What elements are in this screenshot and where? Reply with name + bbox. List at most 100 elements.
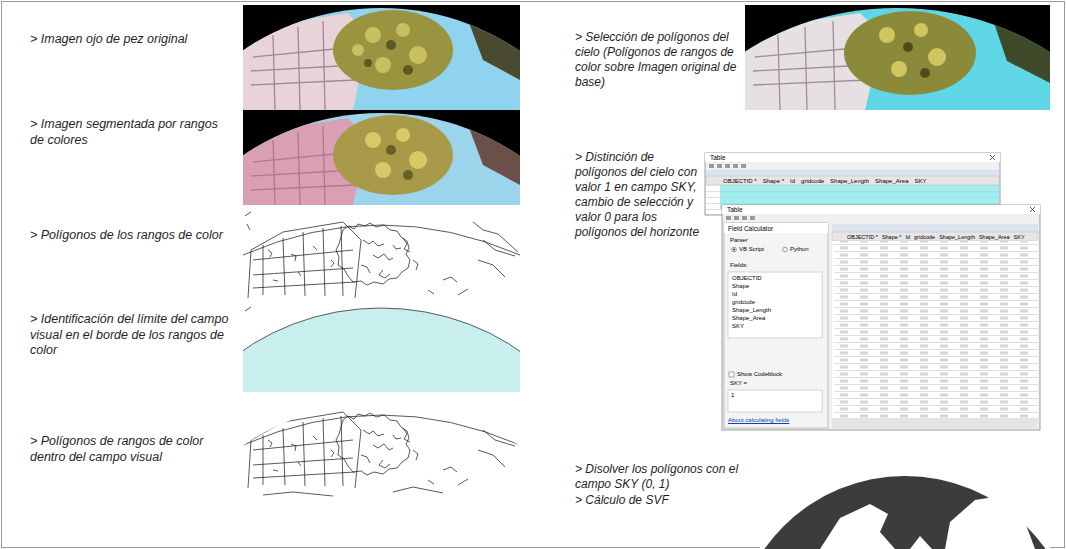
table-window-part — [729, 372, 734, 377]
table-window-part — [709, 164, 746, 168]
column-header: gridcode — [914, 234, 935, 240]
table-window-part-part — [742, 216, 747, 220]
sky-selection-photo-part-part — [903, 42, 930, 78]
segmented-photo-part-part-part — [323, 126, 325, 205]
fisheye-photo-part-part-part — [323, 21, 325, 110]
table-window-part — [832, 241, 1038, 418]
checkbox-label: Show Codeblock — [737, 371, 782, 378]
field-name: Shape_Length — [732, 307, 771, 314]
fisheye-photo-part — [243, 5, 520, 110]
field-of-view-part — [151, 308, 611, 549]
segmented-photo-part-part-part — [375, 162, 391, 178]
column-header: Shape * — [882, 234, 902, 240]
table-window-part-part — [726, 216, 731, 220]
step-text: > Polígonos de los rangos de color — [30, 228, 235, 244]
fisheye-photo-part-part-part — [251, 80, 355, 85]
segmented-photo — [243, 110, 520, 205]
svf-result-image — [733, 470, 1066, 549]
column-header: Shape_Length — [939, 234, 975, 240]
segmented-photo-part-part-part — [386, 145, 396, 155]
table-window-part — [990, 155, 995, 160]
fisheye-photo-part-part-part — [298, 27, 300, 110]
sky-selection-photo-part-part — [844, 11, 976, 95]
fisheye-photo-part-part-part — [396, 23, 410, 37]
column-header: Shape_Area — [979, 234, 1010, 240]
table-window-part-part — [725, 164, 730, 168]
svf-result-image-part — [733, 476, 1066, 549]
fisheye-photo-part-part — [468, 20, 520, 80]
segmented-photo-part — [243, 110, 520, 205]
sky-selection-photo-part-part-part — [753, 80, 867, 85]
radio-label: VB Script — [739, 246, 764, 253]
table-window — [722, 205, 1040, 430]
table-window-part — [732, 247, 737, 252]
column-header: OBJECTID * — [723, 178, 757, 185]
table-window-part — [1030, 207, 1035, 212]
clipped-polygon-drawing — [243, 400, 520, 500]
segmented-photo-part-part-part — [409, 151, 427, 169]
sky-selection-photo-part-part-part — [914, 23, 928, 37]
radio-label: Python — [790, 246, 809, 253]
table-window-part — [733, 248, 735, 250]
field-of-view-part — [245, 307, 251, 311]
fisheye-photo-part-part — [333, 10, 453, 90]
table-window-part-part — [734, 216, 739, 220]
fisheye-photo-part-part-part — [364, 59, 372, 67]
polygon-drawing — [243, 210, 520, 300]
fisheye-photo-part-part-part — [409, 46, 427, 64]
sky-selection-photo-part-part-part — [891, 61, 907, 77]
expression-label: SKY = — [730, 380, 747, 387]
fisheye-photo-part-part — [364, 40, 413, 75]
column-header: gridcode — [801, 178, 824, 185]
table-window-part — [728, 390, 822, 412]
table-window-part — [722, 205, 1040, 430]
fisheye-photo-part-part-part — [403, 65, 413, 75]
field-name: Shape — [732, 283, 749, 290]
segmented-photo-part — [243, 110, 520, 205]
segmented-photo-part-part — [333, 115, 453, 195]
clipped-polygon-drawing-part — [243, 400, 520, 500]
table-window-part — [726, 216, 755, 220]
segmented-photo-part-part — [468, 125, 520, 185]
table-window-part — [832, 418, 1038, 428]
svf-result-image-part — [910, 536, 932, 549]
sky-selection-photo-part — [745, 5, 1050, 110]
segmented-photo-part-part — [243, 110, 520, 205]
step-text: > Distinción de polígonos del cielo con … — [575, 150, 703, 240]
table-window-part — [834, 241, 1038, 418]
column-header: Shape_Length — [830, 178, 869, 185]
sky-selection-photo-part-part-part — [920, 68, 930, 78]
table-window-part-part — [741, 164, 746, 168]
segmented-photo-part-part-part — [403, 170, 413, 180]
table-window-part — [728, 272, 822, 338]
table-window-part — [706, 176, 999, 185]
sky-selection-photo-part-part — [993, 20, 1050, 83]
step-text: > Imagen ojo de pez original — [30, 32, 235, 48]
svf-result-image-part — [820, 504, 895, 549]
column-header: OBJECTID * — [847, 234, 878, 240]
window-title: Table — [727, 206, 743, 213]
field-name: Shape_Area — [732, 315, 765, 322]
fisheye-photo-part-part-part — [375, 57, 391, 73]
step-text: > Selección de polígonos del cielo (Polí… — [575, 30, 743, 90]
field-name: OBJECTID — [732, 275, 762, 282]
fisheye-photo-part-part — [243, 5, 520, 110]
fisheye-photo-part-part-part — [365, 27, 381, 43]
fisheye-photo-part-part-part — [352, 44, 364, 56]
column-header: Shape * — [763, 178, 784, 185]
table-window-part — [706, 170, 999, 176]
step-text: > Imagen segmentada por rangos de colore… — [30, 117, 235, 148]
segmented-photo-part-part-part — [298, 132, 300, 205]
sky-selection-photo-part-part-part — [805, 27, 807, 110]
table-window-part-part — [733, 164, 738, 168]
sky-selection-photo-part — [745, 5, 1050, 110]
segmented-photo-part-part — [365, 128, 427, 178]
column-header: Shape_Area — [875, 178, 908, 185]
column-header: SKY — [1014, 234, 1025, 240]
fisheye-photo-part-part-part — [273, 35, 275, 110]
table-window-part-part — [750, 216, 755, 220]
sky-selection-photo-part-part-part — [879, 27, 895, 43]
table-window-part — [722, 205, 1040, 214]
